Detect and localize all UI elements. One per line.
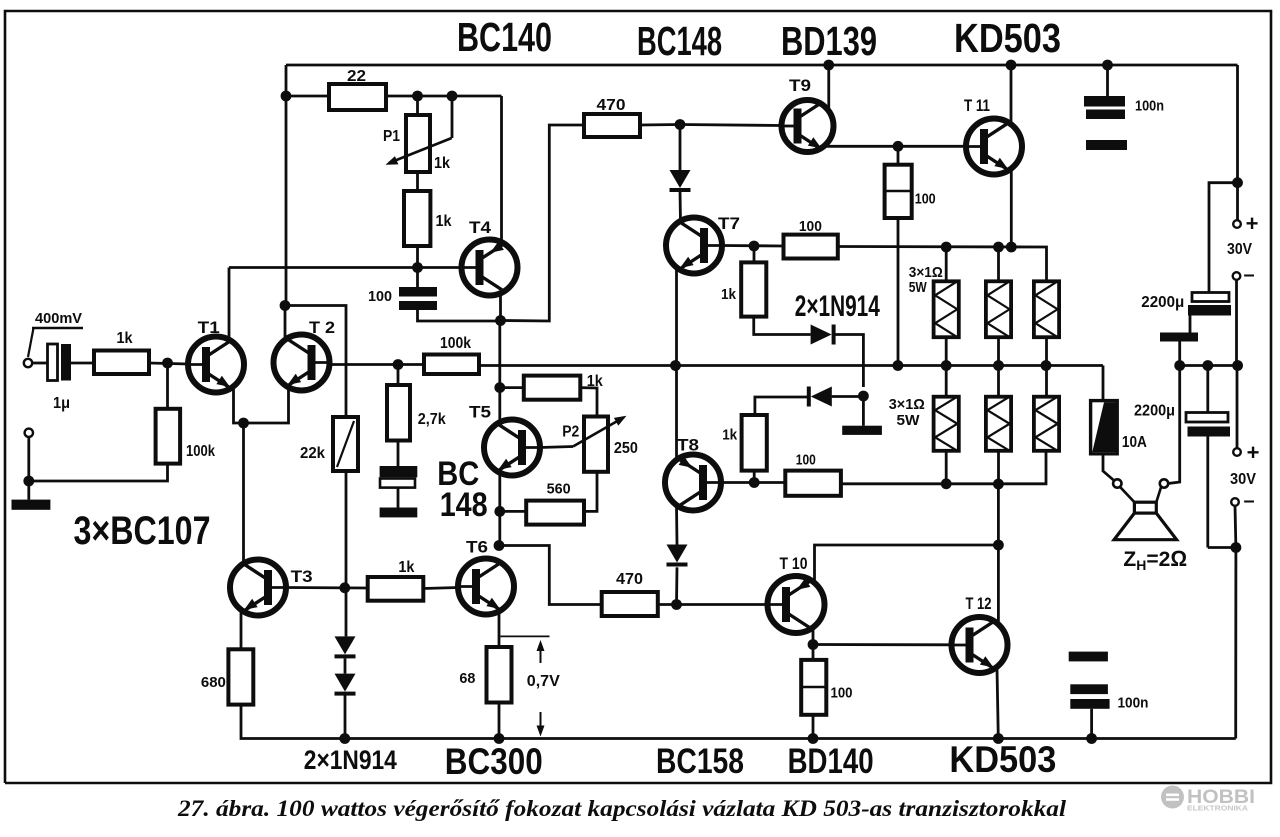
svg-text:P2: P2 (562, 424, 579, 441)
svg-text:10A: 10A (1122, 434, 1147, 451)
svg-text:470: 470 (597, 97, 626, 114)
svg-text:T9: T9 (789, 76, 811, 95)
svg-text:400mV: 400mV (35, 310, 82, 327)
svg-text:2×1N914: 2×1N914 (304, 745, 397, 775)
svg-text:680: 680 (201, 674, 226, 691)
svg-text:T7: T7 (718, 214, 740, 233)
svg-text:–: – (1243, 490, 1254, 512)
svg-text:148: 148 (440, 486, 488, 524)
svg-text:1k: 1k (721, 286, 737, 303)
svg-text:0,7V: 0,7V (527, 673, 560, 690)
svg-text:2×1N914: 2×1N914 (795, 290, 880, 323)
svg-text:T6: T6 (466, 538, 488, 557)
svg-text:T5: T5 (469, 403, 491, 422)
svg-text:T 2: T 2 (309, 318, 335, 337)
svg-text:100: 100 (368, 288, 392, 305)
svg-text:100: 100 (915, 191, 936, 208)
svg-text:27. ábra. 100 wattos végerősít: 27. ábra. 100 wattos végerősítő fokozat … (177, 796, 1067, 821)
svg-text:T 11: T 11 (964, 96, 990, 115)
svg-text:100: 100 (796, 452, 816, 469)
svg-text:100: 100 (799, 218, 822, 235)
svg-text:100n: 100n (1118, 695, 1149, 712)
svg-text:560: 560 (547, 481, 571, 498)
svg-text:30V: 30V (1230, 471, 1256, 488)
svg-text:2200μ: 2200μ (1134, 403, 1175, 420)
svg-text:T1: T1 (198, 318, 220, 337)
svg-text:5W: 5W (909, 279, 928, 296)
svg-text:2200μ: 2200μ (1141, 294, 1184, 311)
svg-text:30V: 30V (1227, 241, 1252, 258)
svg-text:BD140: BD140 (788, 742, 874, 781)
svg-text:1μ: 1μ (53, 395, 70, 412)
svg-text:100: 100 (831, 685, 853, 702)
svg-text:BD139: BD139 (781, 18, 877, 64)
svg-text:BC148: BC148 (637, 18, 722, 64)
svg-text:–: – (1243, 264, 1254, 286)
svg-text:T 12: T 12 (966, 594, 992, 613)
svg-text:1k: 1k (398, 559, 414, 576)
svg-text:T8: T8 (677, 436, 699, 455)
svg-text:+: + (1247, 440, 1260, 465)
svg-text:250: 250 (614, 440, 638, 457)
svg-text:BC158: BC158 (656, 742, 744, 781)
svg-text:P1: P1 (383, 128, 400, 145)
svg-text:1k: 1k (722, 427, 738, 444)
svg-text:ZH=2Ω: ZH=2Ω (1123, 546, 1187, 573)
svg-text:5W: 5W (897, 412, 921, 429)
svg-text:1k: 1k (117, 330, 133, 347)
svg-text:3×BC107: 3×BC107 (74, 509, 211, 553)
svg-text:3×1Ω: 3×1Ω (889, 396, 925, 413)
svg-text:100k: 100k (186, 443, 215, 460)
svg-text:BC300: BC300 (445, 741, 543, 782)
svg-text:+: + (1246, 211, 1259, 236)
svg-text:68: 68 (459, 670, 475, 687)
svg-text:100n: 100n (1135, 98, 1164, 115)
svg-text:KD503: KD503 (954, 15, 1061, 61)
svg-text:1k: 1k (587, 373, 603, 390)
svg-text:1k: 1k (436, 213, 452, 230)
svg-text:22k: 22k (300, 445, 325, 462)
svg-text:T 10: T 10 (780, 554, 808, 573)
svg-text:1k: 1k (434, 155, 450, 172)
svg-text:22: 22 (347, 68, 366, 85)
svg-text:T3: T3 (291, 567, 313, 586)
svg-text:470: 470 (616, 571, 643, 588)
svg-text:ELEKTRONIKA: ELEKTRONIKA (1187, 804, 1249, 813)
svg-text:T4: T4 (469, 218, 492, 237)
svg-text:100k: 100k (440, 335, 471, 352)
svg-text:BC140: BC140 (457, 14, 552, 60)
svg-text:2,7k: 2,7k (418, 411, 446, 428)
svg-text:KD503: KD503 (949, 739, 1056, 780)
